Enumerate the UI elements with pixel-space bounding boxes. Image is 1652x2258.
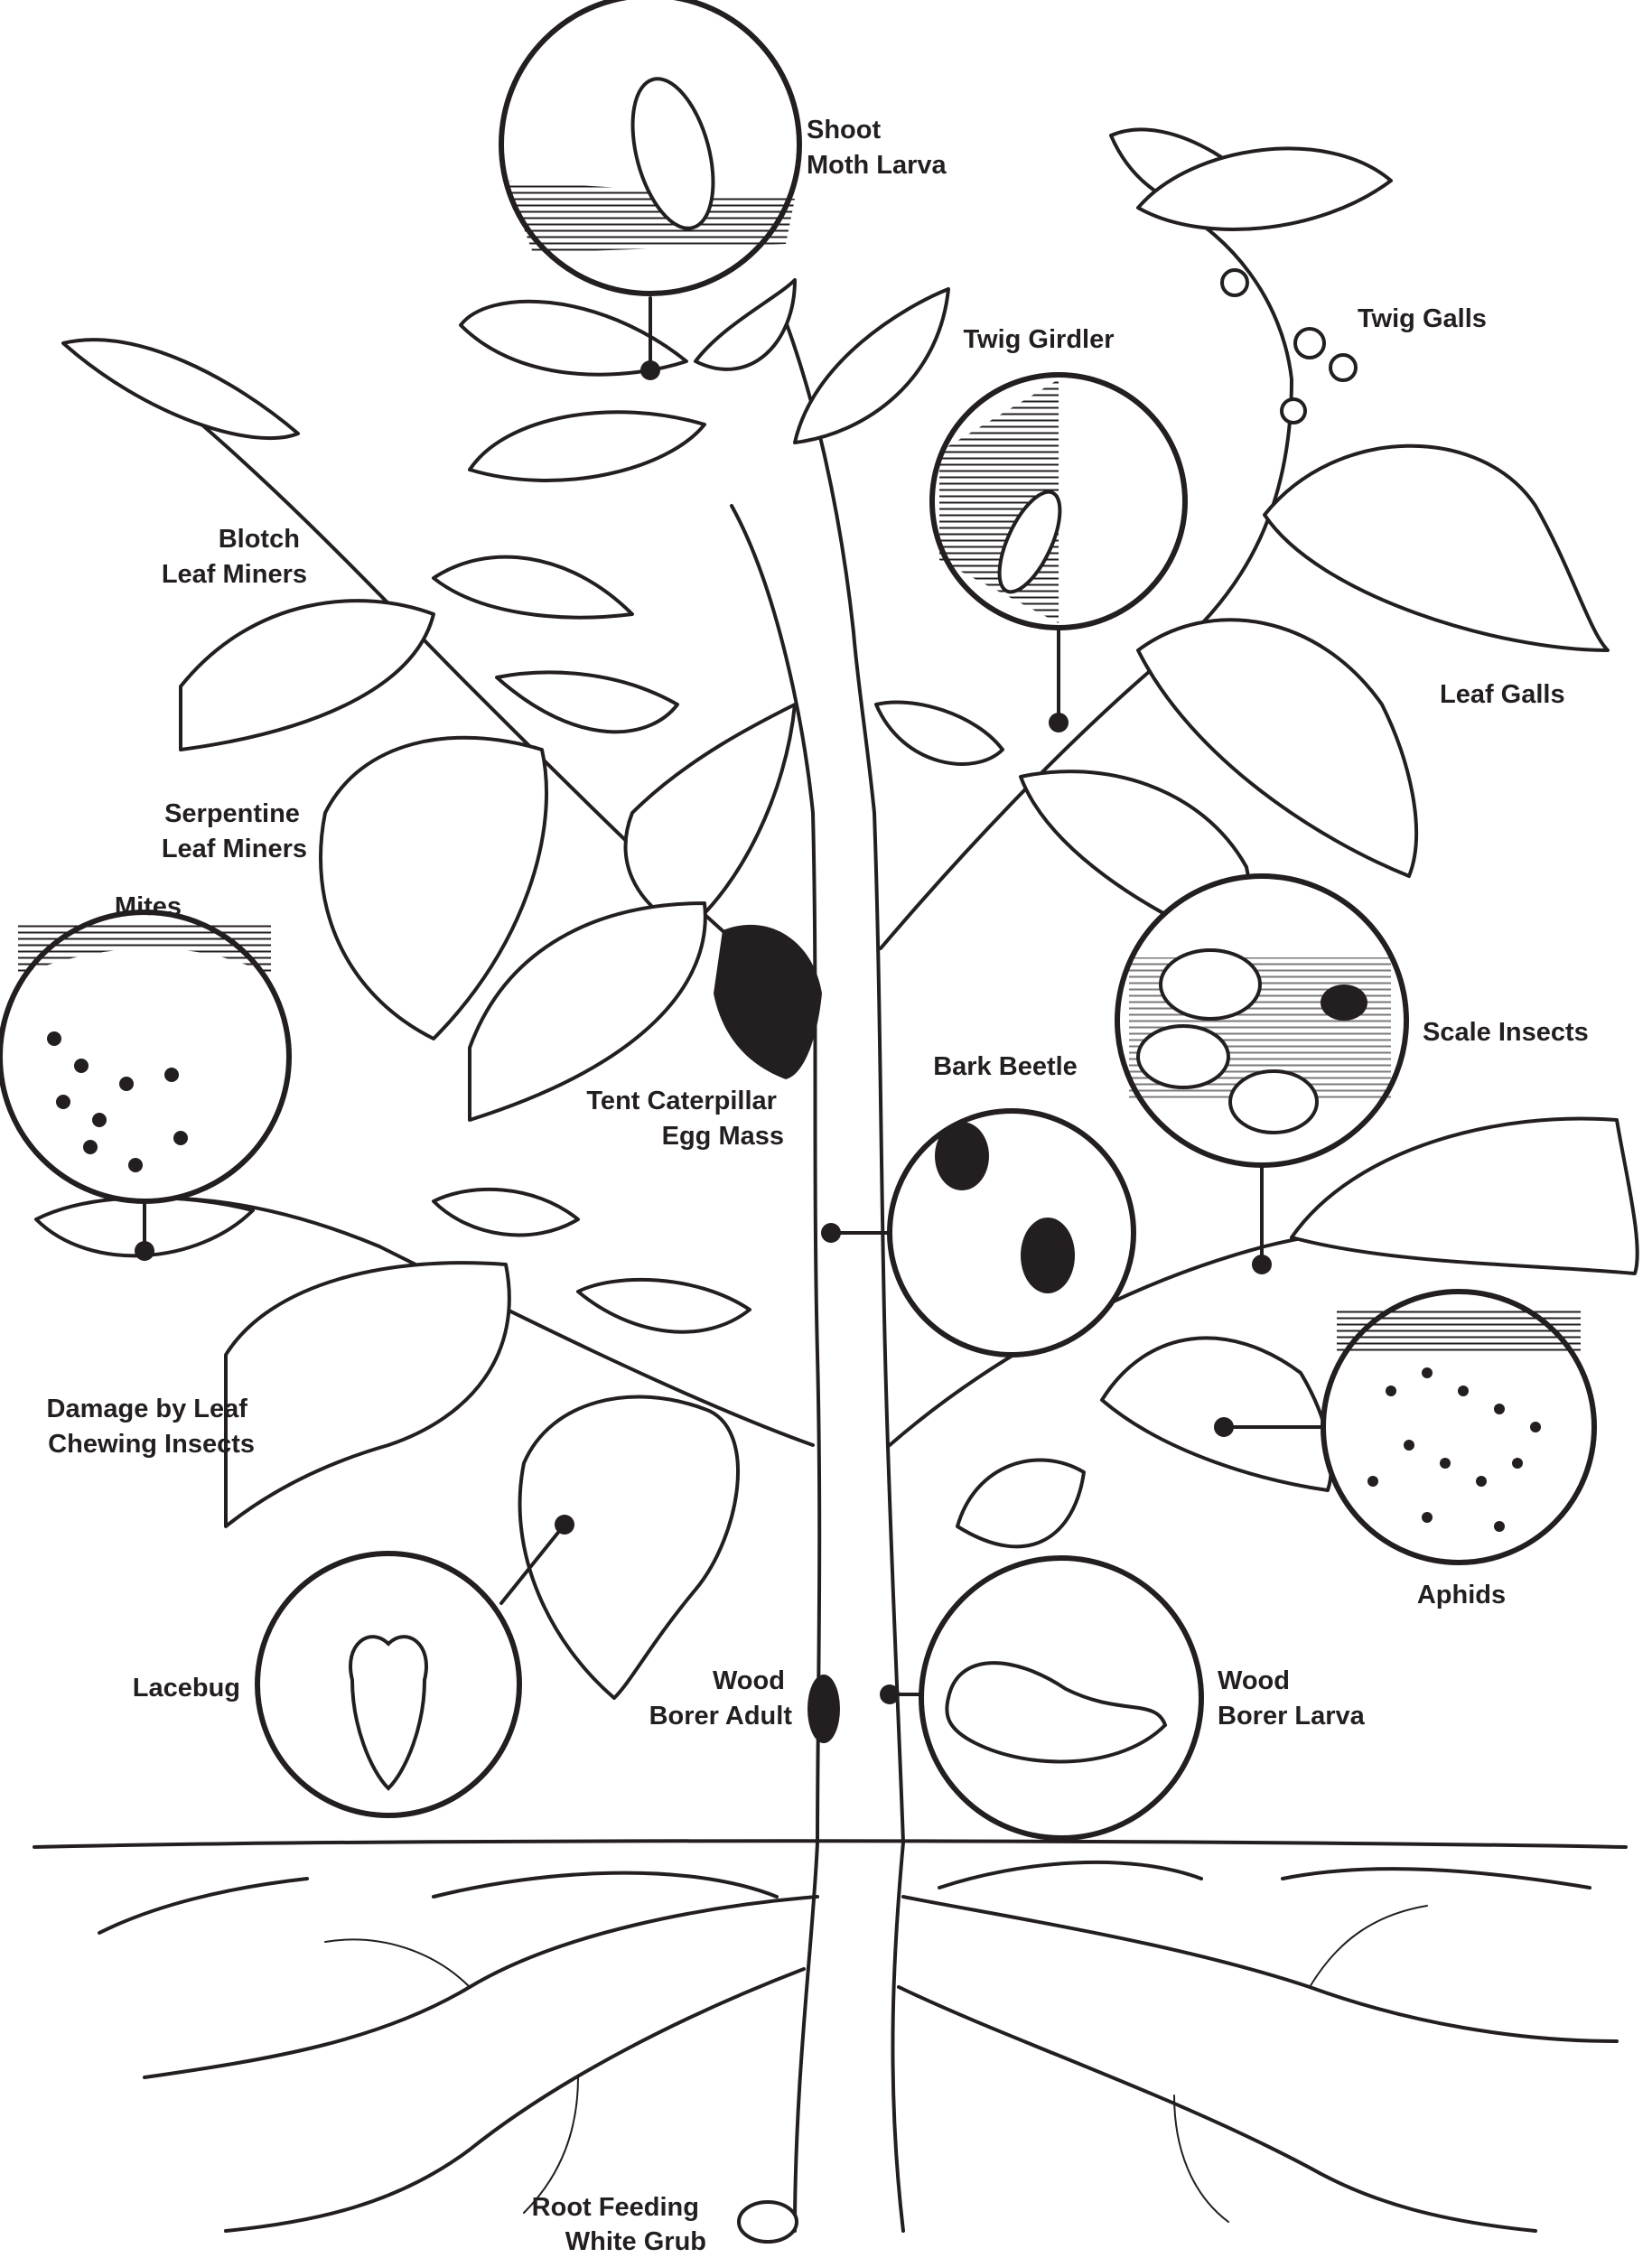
leaf — [1100, 1336, 1333, 1492]
label-twig-girdler: Twig Girdler — [963, 325, 1114, 354]
label-line: Leaf Miners — [162, 835, 307, 863]
leaf — [694, 278, 797, 371]
tent-caterpillar-egg-mass — [714, 924, 822, 1079]
shoot-moth-larva-callout — [499, 0, 802, 296]
leaf — [61, 338, 300, 441]
label-leaf-galls: Leaf Galls — [1440, 680, 1565, 709]
scale-insects-callout — [1115, 873, 1409, 1168]
label-line: Moth Larva — [807, 151, 947, 180]
wood-borer-adult-beetle — [807, 1675, 840, 1743]
aphids-callout — [1321, 1289, 1597, 1565]
leaf — [319, 735, 548, 1040]
lacebug-callout — [255, 1551, 522, 1818]
leaf — [468, 410, 706, 482]
label-shoot-moth-larva: Shoot Moth Larva — [807, 116, 947, 180]
label-line: White Grub — [565, 2227, 706, 2256]
label-line: Borer Adult — [649, 1702, 793, 1731]
leaf — [623, 703, 797, 932]
label-line: Aphids — [1417, 1581, 1506, 1610]
label-line: Shoot — [807, 116, 881, 145]
root-feeding-white-grub — [737, 2200, 798, 2244]
label-line: Mites — [115, 892, 182, 921]
leaf — [1136, 618, 1419, 878]
labels: Shoot Moth Larva Twig Galls Twig Girdler… — [47, 116, 1589, 2256]
label-aphids: Aphids — [1417, 1581, 1506, 1610]
leaf — [179, 599, 435, 751]
leaf — [459, 299, 688, 377]
label-line: Twig Girdler — [963, 325, 1114, 354]
mites-callout — [0, 910, 292, 1204]
leaf — [874, 700, 1004, 766]
label-tent-caterpillar-egg-mass: Tent Caterpillar Egg Mass — [586, 1087, 784, 1151]
label-line: Wood — [713, 1666, 785, 1695]
label-scale-insects: Scale Insects — [1423, 1018, 1589, 1047]
label-line: Leaf Galls — [1440, 680, 1565, 709]
label-line: Wood — [1218, 1666, 1290, 1695]
label-line: Chewing Insects — [48, 1430, 255, 1459]
callout-dots — [135, 360, 1272, 1704]
label-line: Damage by Leaf — [47, 1395, 248, 1423]
label-wood-borer-adult: Wood Borer Adult — [649, 1666, 793, 1731]
label-line: Tent Caterpillar — [586, 1087, 777, 1115]
label-root-feeding-white-grub: Root Feeding White Grub — [532, 2193, 706, 2256]
label-bark-beetle: Bark Beetle — [933, 1052, 1078, 1081]
label-line: Borer Larva — [1218, 1702, 1366, 1731]
ground-line — [33, 1839, 1628, 1849]
leaf — [793, 287, 950, 444]
leaf — [432, 1187, 580, 1237]
label-line: Root Feeding — [532, 2193, 699, 2222]
bark-beetle-callout — [887, 1108, 1136, 1358]
leaf — [432, 555, 634, 620]
leaf — [518, 1395, 740, 1700]
leaf — [576, 1277, 751, 1334]
twig-girdler-callout — [929, 372, 1188, 630]
leaf — [468, 901, 707, 1122]
leaf — [956, 1458, 1086, 1549]
label-line: Serpentine — [164, 799, 300, 828]
leaf — [1263, 443, 1610, 652]
twig-galls — [1220, 268, 1358, 425]
label-line: Scale Insects — [1423, 1018, 1589, 1047]
label-line: Leaf Miners — [162, 560, 307, 589]
label-blotch-leaf-miners: Blotch Leaf Miners — [162, 525, 307, 589]
wood-borer-larva-callout — [919, 1555, 1204, 1841]
leaf — [1136, 146, 1393, 231]
label-twig-galls: Twig Galls — [1358, 304, 1487, 333]
leaf — [495, 670, 679, 734]
leaf — [224, 1261, 511, 1528]
label-serpentine-leaf-miners: Serpentine Leaf Miners — [162, 799, 307, 863]
label-line: Egg Mass — [662, 1122, 784, 1151]
label-line: Twig Galls — [1358, 304, 1487, 333]
label-line: Blotch — [219, 525, 300, 554]
label-damage-by-leaf-chewing-insects: Damage by Leaf Chewing Insects — [47, 1395, 255, 1459]
label-mites: Mites — [115, 892, 182, 921]
label-wood-borer-larva: Wood Borer Larva — [1218, 1666, 1366, 1731]
label-lacebug: Lacebug — [133, 1674, 240, 1703]
roots — [98, 1841, 1619, 2233]
label-line: Bark Beetle — [933, 1052, 1078, 1081]
leaf — [1290, 1116, 1639, 1275]
label-line: Lacebug — [133, 1674, 240, 1703]
